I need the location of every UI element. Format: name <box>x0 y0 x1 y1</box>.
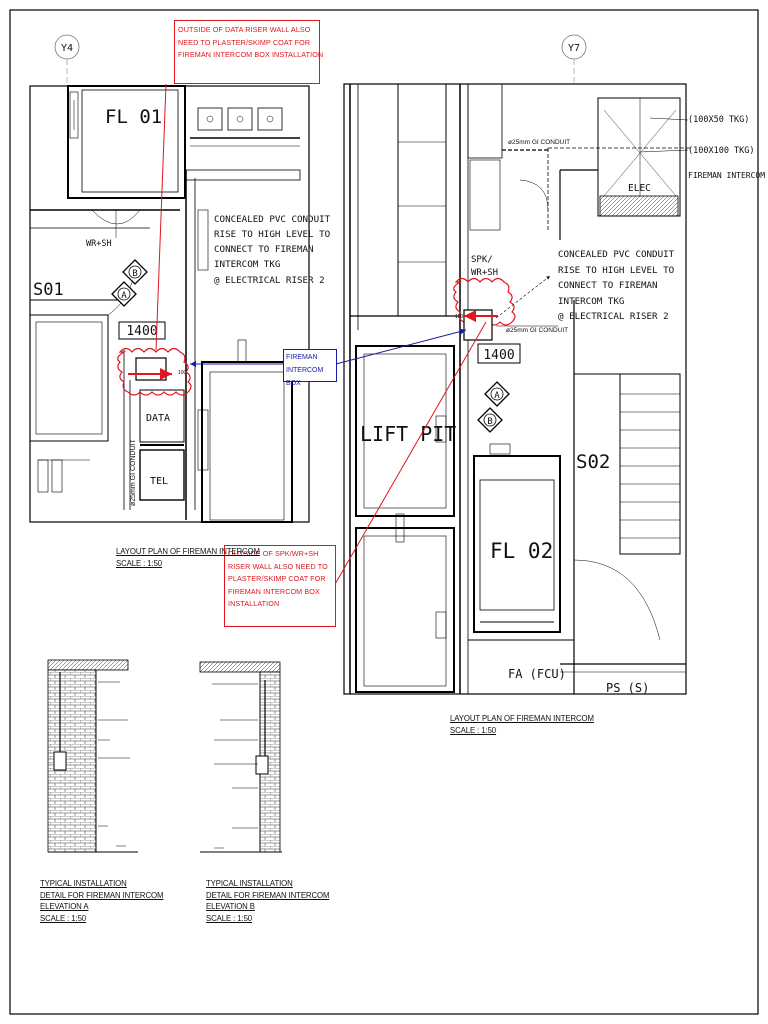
small-dim-left: 100 <box>178 370 187 376</box>
mount-height-left: 1400 <box>126 324 157 339</box>
elevation-b-detail <box>199 661 282 853</box>
tkg-100x50-label: (100X50 TKG) <box>688 115 749 125</box>
callout-fireman-intercom-box: FIREMAN INTERCOM BOX <box>283 349 337 387</box>
room-label-fl02: FL 02 <box>490 539 553 563</box>
leader-data-riser <box>155 83 167 351</box>
revision-cloud-left: 100 <box>117 347 192 396</box>
conduit-label-top: ø25mm GI CONDUIT <box>508 139 570 146</box>
caption-left-plan: LAYOUT PLAN OF FIREMAN INTERCOM SCALE : … <box>116 547 260 568</box>
note-data-riser: OUTSIDE OF DATA RISER WALL ALSO NEED TO … <box>174 20 323 84</box>
caption-right-plan: LAYOUT PLAN OF FIREMAN INTERCOM SCALE : … <box>450 714 594 735</box>
svg-text:CONNECT TO FIREMAN: CONNECT TO FIREMAN <box>214 244 314 255</box>
svg-text:CONCEALED PVC CONDUIT: CONCEALED PVC CONDUIT <box>214 214 331 225</box>
grid-label-y4: Y4 <box>61 43 73 54</box>
room-label-ps: PS (S) <box>606 681 649 695</box>
section-marker-b-right: B <box>477 407 503 433</box>
conduit-label-mid: ø25mm GI CONDUIT <box>506 327 568 334</box>
svg-text:A: A <box>121 291 127 301</box>
grid-bubble-y7: Y7 <box>561 34 587 84</box>
section-marker-a-right: A <box>484 381 510 407</box>
room-label-spk: SPK/ <box>471 255 493 265</box>
svg-text:A: A <box>494 391 500 401</box>
room-label-elec: ELEC <box>628 183 651 194</box>
leader-spk-riser <box>333 321 487 587</box>
room-label-liftpit: LIFT PIT <box>360 422 456 446</box>
mount-height-right: 1400 <box>483 348 514 363</box>
room-label-wrsh-right: WR+SH <box>471 268 498 278</box>
conduit-label-left: ø25mm GI CONDUIT <box>130 438 137 506</box>
room-label-tel: TEL <box>150 476 168 487</box>
svg-text:RISE TO HIGH LEVEL TO: RISE TO HIGH LEVEL TO <box>214 229 330 240</box>
room-label-fl01: FL 01 <box>105 106 162 128</box>
room-label-data: DATA <box>146 413 170 424</box>
svg-text:RISE TO HIGH LEVEL TO: RISE TO HIGH LEVEL TO <box>558 265 674 276</box>
grid-bubble-y4: Y4 <box>54 34 80 90</box>
sheet-border <box>9 9 759 1015</box>
section-marker-b-left: B <box>122 259 148 285</box>
svg-text:INTERCOM TKG: INTERCOM TKG <box>214 259 280 270</box>
note-spk-riser: OUTSIDE OF SPK/WR+SH RISER WALL ALSO NEE… <box>224 545 336 627</box>
tkg-100x100-label: (100X100 TKG) <box>688 146 755 156</box>
room-label-s02: S02 <box>576 451 610 473</box>
room-label-fa: FA (FCU) <box>508 667 566 681</box>
svg-text:B: B <box>487 417 492 427</box>
grid-label-y7: Y7 <box>568 43 580 54</box>
right-layout-plan: (100X50 TKG) (100X100 TKG) FIREMAN INTER… <box>333 83 765 695</box>
svg-text:@ ELECTRICAL RISER 2: @ ELECTRICAL RISER 2 <box>558 311 669 322</box>
small-dim-right: 100 <box>455 314 464 320</box>
caption-elevation-b: TYPICAL INSTALLATION DETAIL FOR FIREMAN … <box>206 879 330 923</box>
svg-text:CONNECT TO FIREMAN: CONNECT TO FIREMAN <box>558 280 658 291</box>
conduit-note-right: CONCEALED PVC CONDUIT RISE TO HIGH LEVEL… <box>558 249 675 322</box>
svg-text:CONCEALED PVC CONDUIT: CONCEALED PVC CONDUIT <box>558 249 675 260</box>
svg-text:INTERCOM TKG: INTERCOM TKG <box>558 296 624 307</box>
fireman-intercom-label: FIREMAN INTERCOM <box>688 171 765 180</box>
room-label-wrsh: WR+SH <box>86 239 112 249</box>
room-label-s01: S01 <box>33 280 64 300</box>
conduit-note-left: CONCEALED PVC CONDUIT RISE TO HIGH LEVEL… <box>214 214 331 286</box>
section-marker-a-left: A <box>111 281 137 307</box>
elevation-a-detail <box>47 659 138 853</box>
caption-elevation-a: TYPICAL INSTALLATION DETAIL FOR FIREMAN … <box>40 879 164 923</box>
svg-text:@ ELECTRICAL RISER 2: @ ELECTRICAL RISER 2 <box>214 275 325 286</box>
svg-text:B: B <box>132 269 137 279</box>
left-layout-plan: FL 01 WR+SH S01 DATA TEL 1400 B A ø25mm … <box>29 83 331 523</box>
leader-fireman-box-right <box>335 328 467 365</box>
